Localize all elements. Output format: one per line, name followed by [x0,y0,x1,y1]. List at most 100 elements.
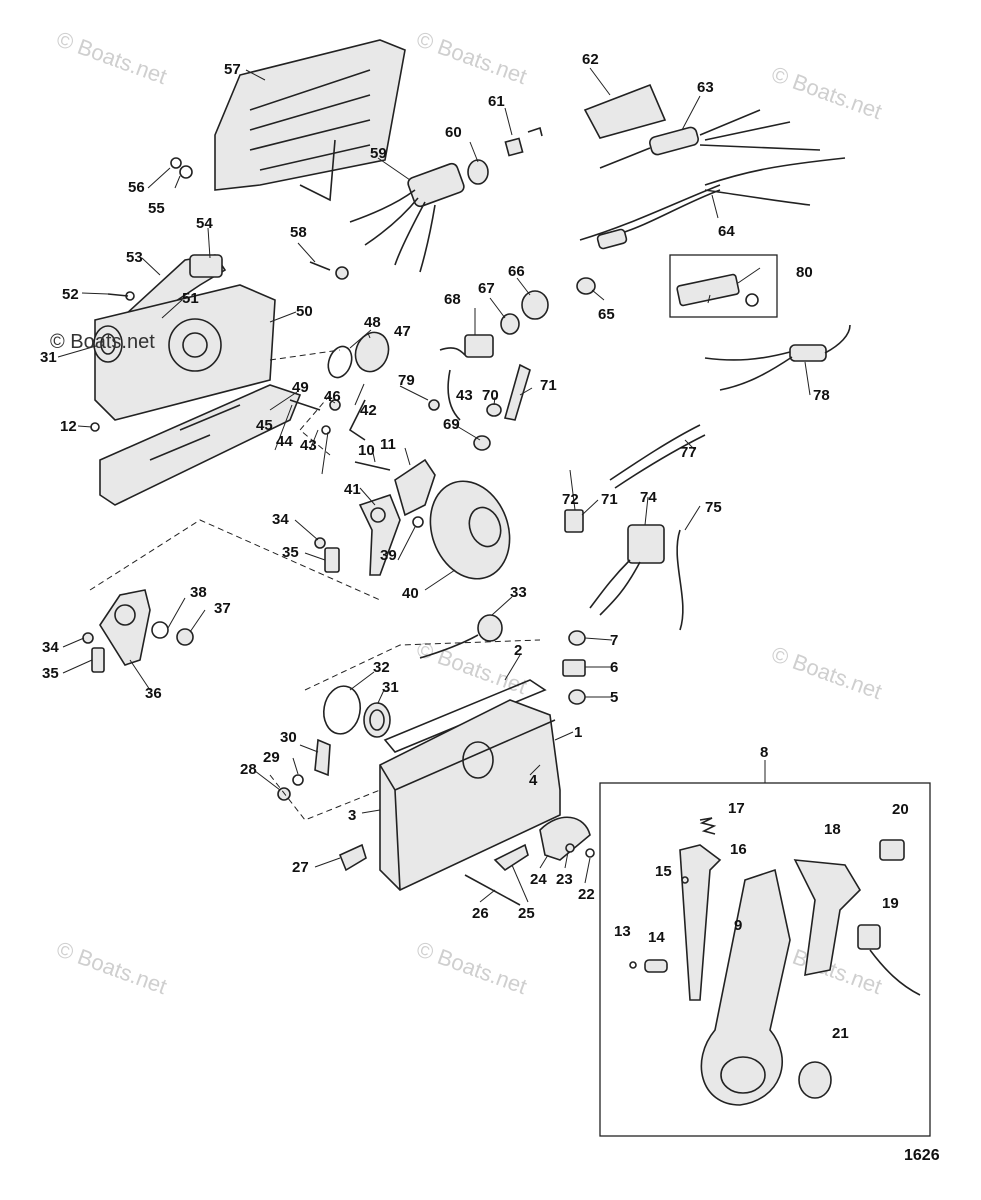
callout-71-mid: 71 [601,491,618,508]
callout-71-top: 71 [540,377,557,394]
part-lever-36 [99,589,151,666]
callout-34-upper: 34 [272,511,289,528]
part-harness-59 [349,162,465,273]
callout-12: 12 [60,418,77,435]
part-lead-76 [609,424,706,489]
part-gear-60 [467,159,489,185]
callout-44: 44 [276,433,293,450]
callout-70: 70 [482,387,499,404]
callout-45: 45 [256,417,273,434]
callout-56: 56 [128,179,145,196]
callout-49: 49 [292,379,309,396]
callout-34-lower: 34 [42,639,59,656]
part-bracket-25 [493,843,529,872]
callout-51: 51 [182,290,199,307]
watermark-text: © Boats.net [413,26,530,89]
callout-32: 32 [373,659,390,676]
callout-4: 4 [529,772,538,789]
callout-10: 10 [358,442,375,459]
part-harness-63-64 [579,109,846,250]
part-harness-77 [704,324,851,391]
callout-52: 52 [62,286,79,303]
part-screw-52 [107,291,135,301]
part-lever-16 [679,844,722,1001]
callout-17: 17 [728,800,745,817]
callout-48: 48 [364,314,381,331]
part-oring-48 [327,345,353,379]
callout-39: 39 [380,547,397,564]
callout-8: 8 [760,744,768,761]
part-clip-30 [314,738,331,777]
callout-57: 57 [224,61,241,78]
callout-21: 21 [832,1025,849,1042]
callout-63: 63 [697,79,714,96]
part-switch-33 [419,614,503,659]
part-parts-69-70 [473,403,502,451]
callout-27: 27 [292,859,309,876]
part-block-6 [562,659,586,677]
watermark-text: © Boats.net [413,936,530,999]
part-plate-80 [676,273,759,307]
callout-36: 36 [145,685,162,702]
callout-35-upper: 35 [282,544,299,561]
part-spring-42 [348,399,366,441]
callout-20: 20 [892,801,909,818]
part-clip-72-71 [564,509,584,533]
leader-lines [57,67,811,903]
callout-25: 25 [518,905,535,922]
watermark-text: © Boats.net [53,936,170,999]
dashed-group-outline-c [269,639,541,821]
part-plate-11 [394,458,436,517]
callout-11: 11 [380,436,396,453]
callout-75: 75 [705,499,722,516]
callout-58: 58 [290,224,307,241]
callout-5: 5 [610,689,618,706]
callout-53: 53 [126,249,143,266]
callout-69: 69 [443,416,460,433]
callout-46: 46 [324,388,341,405]
part-nut-34-upper [314,537,326,549]
part-sleeve-62 [583,83,667,139]
part-small-parts-43-46 [289,399,440,435]
callout-38: 38 [190,584,207,601]
callout-6: 6 [610,659,618,676]
callout-72: 72 [562,491,579,508]
part-seal-31-top [93,325,123,363]
callout-16: 16 [730,841,747,858]
callout-77: 78 [813,387,830,404]
part-bolt-10 [354,461,391,471]
part-housing-plate-50 [94,284,276,421]
part-nut-7 [568,630,586,646]
callout-14: 14 [648,929,665,946]
callout-76: 77 [680,444,697,461]
watermark-text: © Boats.net [53,26,170,89]
part-seal-31-lower [363,702,391,738]
callout-22: 22 [578,886,595,903]
part-washers-55-56 [170,157,193,179]
callout-65: 65 [598,306,615,323]
part-plug-65 [576,277,596,295]
part-lever-71 [503,363,531,421]
part-main-housing-1 [379,699,561,891]
callout-3: 3 [348,807,356,824]
part-spring-17 [699,817,717,835]
callout-23: 23 [556,871,573,888]
callout-42: 42 [360,402,377,419]
part-clip-35-upper [324,547,340,573]
callout-18: 18 [824,821,841,838]
watermark-overlap: © Boats.net [50,331,155,353]
part-lanyard-75 [676,529,684,631]
callout-28: 28 [240,761,257,778]
callout-15: 15 [655,863,672,880]
part-pin-15 [681,876,689,884]
part-washers-37-38 [151,621,194,646]
callout-47: 47 [394,323,411,340]
callout-78: 79 [398,372,415,389]
part-wheel-66-67 [500,290,549,335]
callout-19: 19 [882,895,899,912]
part-pin-13-14 [629,959,668,973]
part-rod-26 [464,874,521,906]
part-ring-32 [322,685,362,735]
callout-74: 74 [640,489,657,506]
callout-64: 64 [718,223,735,240]
